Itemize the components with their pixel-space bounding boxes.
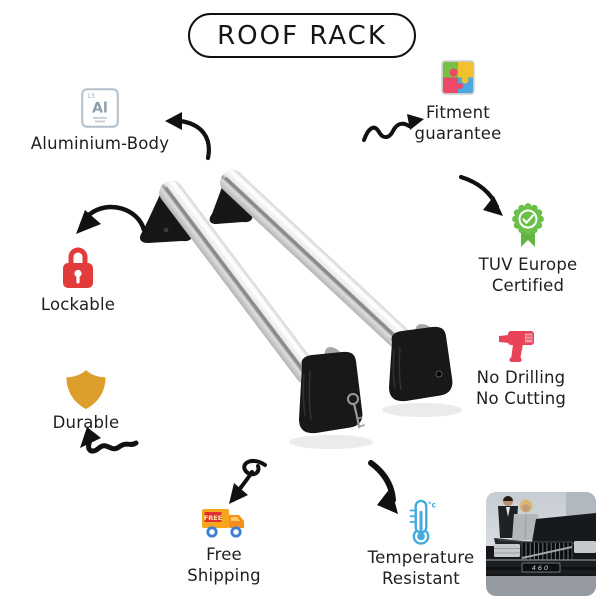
arrow-to-tuv-icon — [458, 174, 503, 216]
feature-label-line: Durable — [52, 413, 120, 432]
feature-label: Temperature Resistant — [368, 547, 475, 590]
thermometer-icon: °c — [409, 499, 436, 545]
feature-label-line: Certified — [491, 276, 565, 296]
feature-label-line: Free — [206, 545, 242, 564]
arrow-to-shipping-icon — [229, 458, 267, 504]
free-shipping-truck-icon: FREE — [202, 509, 244, 538]
shield-icon — [66, 369, 106, 410]
feature-label-line: Temperature — [367, 548, 475, 567]
feature-lockable: Lockable — [29, 244, 127, 315]
feature-label: No Drilling No Cutting — [476, 367, 566, 410]
feature-free-shipping: FREE Free Shipping — [176, 506, 272, 587]
feature-label-line: Lockable — [40, 295, 116, 314]
truck-banner-text: FREE — [204, 514, 222, 522]
feature-label: Durable — [53, 412, 120, 433]
arrow-to-temperature-icon — [368, 460, 398, 514]
feature-label: Fitment guarantee — [415, 102, 502, 145]
feature-label-line: Shipping — [187, 566, 261, 586]
feature-durable: Durable — [37, 369, 135, 433]
arrow-to-fitment-icon — [362, 114, 424, 142]
feature-label: Lockable — [41, 294, 115, 315]
feature-no-drilling: No Drilling No Cutting — [461, 327, 581, 410]
feature-label-line: No Cutting — [475, 389, 567, 409]
feature-label-line: No Drilling — [476, 368, 566, 387]
arrow-to-aluminium-icon — [165, 112, 211, 161]
feature-label-line: Fitment — [426, 103, 490, 122]
element-number-text: 13 — [87, 93, 95, 100]
feature-fitment-guarantee: Fitment guarantee — [392, 60, 524, 145]
feature-label-line: TUV Europe — [478, 255, 578, 274]
feature-tuv-certified: TUV Europe Certified — [462, 202, 594, 297]
drill-icon — [499, 331, 534, 362]
car-badge-text: 460 — [532, 564, 550, 572]
puzzle-icon — [441, 60, 475, 95]
car-photo-illustration: 460 — [486, 492, 596, 596]
feature-label: Free Shipping — [187, 544, 261, 587]
arrow-from-durable-icon — [80, 427, 139, 454]
feature-label-line: Resistant — [382, 569, 460, 589]
feature-label: Aluminium-Body — [31, 133, 169, 154]
arrow-to-lock-icon — [76, 204, 147, 234]
certified-badge-icon — [512, 203, 544, 247]
lock-icon — [63, 247, 93, 288]
feature-aluminium-body: 13 Al Aluminium-Body — [20, 88, 180, 154]
feature-label: TUV Europe Certified — [479, 254, 578, 297]
title-pill: ROOF RACK — [188, 13, 416, 58]
feature-label-line: Aluminium-Body — [30, 134, 170, 153]
thermometer-unit-text: °c — [428, 501, 436, 510]
page-title: ROOF RACK — [217, 20, 387, 51]
aluminium-element-icon: 13 Al — [81, 88, 119, 128]
feature-label-line: guarantee — [414, 124, 502, 144]
element-symbol-text: Al — [92, 101, 108, 117]
product-image-roof-rack-bars — [140, 169, 462, 449]
car-lifestyle-photo: 460 — [486, 492, 596, 596]
feature-temperature-resistant: °c Temperature Resistant — [361, 499, 481, 590]
